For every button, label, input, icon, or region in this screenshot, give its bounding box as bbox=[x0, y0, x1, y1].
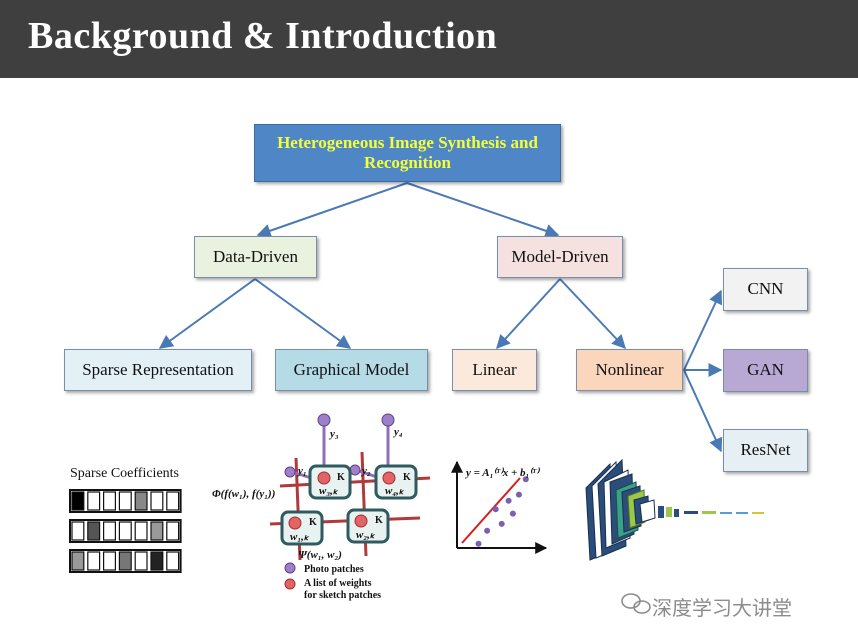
sparse-cell bbox=[134, 551, 148, 571]
scatter-point bbox=[509, 510, 516, 517]
sparse-row bbox=[69, 549, 182, 573]
tree-arrows bbox=[158, 182, 723, 453]
sparse-cell bbox=[134, 491, 148, 511]
sparse-cell bbox=[71, 551, 85, 571]
scatter-points bbox=[475, 476, 529, 547]
node-gan: GAN bbox=[723, 349, 808, 392]
node-resnet: ResNet bbox=[723, 429, 808, 472]
y3-node bbox=[317, 413, 331, 427]
node-nonlinear: Nonlinear bbox=[576, 349, 683, 391]
scatter-point bbox=[475, 540, 482, 547]
y1-label: y₁ bbox=[296, 465, 307, 477]
w1-label: w₁,ₖ bbox=[290, 531, 310, 543]
node-graphical-model: Graphical Model bbox=[275, 349, 428, 391]
arrow-root-data bbox=[256, 182, 408, 238]
scatter-point bbox=[498, 520, 505, 527]
sparse-cell bbox=[166, 521, 180, 541]
y4-label: y₄ bbox=[392, 426, 403, 438]
arrow-root-model bbox=[406, 182, 560, 238]
w4-node bbox=[374, 464, 418, 500]
w3-node bbox=[308, 464, 352, 500]
sparse-cell bbox=[87, 551, 101, 571]
sparse-cell bbox=[102, 521, 116, 541]
k-label-2: K bbox=[375, 515, 383, 526]
sparse-cell bbox=[134, 521, 148, 541]
sparse-cell bbox=[102, 491, 116, 511]
wechat-logo-icon bbox=[621, 593, 651, 614]
scatter-point bbox=[522, 476, 529, 483]
k-label-4: K bbox=[403, 472, 411, 483]
y1-node bbox=[284, 466, 296, 478]
sparse-cell bbox=[166, 551, 180, 571]
arrow-nonlinear-cnn bbox=[683, 289, 722, 371]
w2-node bbox=[346, 508, 390, 544]
sparse-coefficients-label: Sparse Coefficients bbox=[70, 466, 179, 481]
header-bar: Background & Introduction bbox=[0, 0, 858, 78]
arrow-data-graphical bbox=[254, 278, 352, 349]
sparse-cell bbox=[150, 491, 164, 511]
legend-weights-2: for sketch patches bbox=[304, 590, 381, 601]
linear-equation: y = A₁⁽ᵀ⁾x + b₁⁽ᵀ⁾ bbox=[464, 467, 540, 479]
sparse-cell bbox=[166, 491, 180, 511]
scatter-point bbox=[505, 497, 512, 504]
node-cnn: CNN bbox=[723, 268, 808, 311]
linear-regression-plot: y = A₁⁽ᵀ⁾x + b₁⁽ᵀ⁾ bbox=[451, 460, 548, 554]
legend-weights-1: A list of weights bbox=[304, 578, 372, 589]
y4-node bbox=[381, 413, 395, 427]
watermark-text: 深度学习大讲堂 bbox=[652, 596, 792, 620]
sparse-cell bbox=[87, 521, 101, 541]
k-label-1: K bbox=[309, 517, 317, 528]
sparse-cell bbox=[87, 491, 101, 511]
psi-label: Ψ(w₁, w₂) bbox=[298, 549, 342, 561]
scatter-point bbox=[484, 527, 491, 534]
w3-label: w₃,ₖ bbox=[319, 485, 339, 497]
sparse-row bbox=[69, 489, 182, 513]
node-heterogeneous-synthesis: Heterogeneous Image Synthesis and Recogn… bbox=[254, 124, 561, 182]
arrow-data-sparse bbox=[158, 278, 256, 349]
y3-label: y₃ bbox=[328, 428, 339, 440]
node-sparse-representation: Sparse Representation bbox=[64, 349, 252, 391]
w4-label: w₄,ₖ bbox=[385, 485, 405, 497]
node-model-driven: Model-Driven bbox=[497, 236, 623, 278]
y2-label: y₂ bbox=[360, 465, 371, 477]
phi-label: Φ(f(w₁), f(y₁)) bbox=[212, 488, 275, 500]
cnn-layers-illustration bbox=[585, 458, 764, 561]
arrow-model-nonlinear bbox=[559, 278, 626, 350]
w2-label: w₂,ₖ bbox=[356, 529, 376, 541]
w1-node bbox=[280, 510, 324, 546]
sparse-cell bbox=[102, 551, 116, 571]
sparse-cell bbox=[150, 551, 164, 571]
arrow-model-linear bbox=[496, 278, 561, 350]
sparse-cell bbox=[150, 521, 164, 541]
photo-patch-legend-icon bbox=[284, 562, 296, 574]
sparse-cell bbox=[71, 521, 85, 541]
node-data-driven: Data-Driven bbox=[194, 236, 317, 278]
sparse-cell bbox=[118, 521, 132, 541]
sparse-cell bbox=[71, 491, 85, 511]
legend-photo-patches: Photo patches bbox=[304, 564, 364, 575]
regression-line bbox=[461, 477, 521, 544]
k-label-3: K bbox=[337, 472, 345, 483]
sparse-coefficient-grid bbox=[69, 489, 182, 573]
sparse-cell bbox=[118, 551, 132, 571]
arrow-nonlinear-resnet bbox=[683, 369, 723, 453]
sparse-cell bbox=[118, 491, 132, 511]
scatter-point bbox=[515, 491, 522, 498]
node-linear: Linear bbox=[452, 349, 537, 391]
page-title: Background & Introduction bbox=[28, 15, 498, 57]
graphical-model-illustration: y₃ y₄ y₁ y₂ K K K K w₃,ₖ w₄,ₖ w₁,ₖ w₂,ₖ … bbox=[212, 413, 431, 601]
scatter-point bbox=[492, 506, 499, 513]
sparse-row bbox=[69, 519, 182, 543]
weights-legend-icon bbox=[284, 578, 296, 590]
